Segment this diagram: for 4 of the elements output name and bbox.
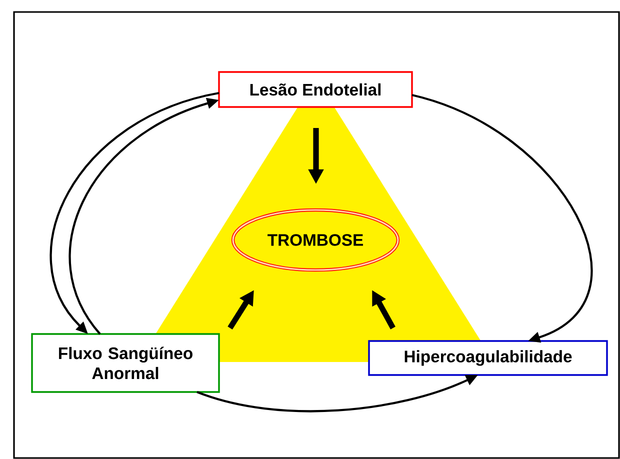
label-box: Hipercoagulabilidade [368,340,608,376]
label-box: Lesão Endotelial [218,71,413,108]
arrow [412,94,592,343]
label-box: Fluxo Sangüíneo Anormal [31,333,220,393]
